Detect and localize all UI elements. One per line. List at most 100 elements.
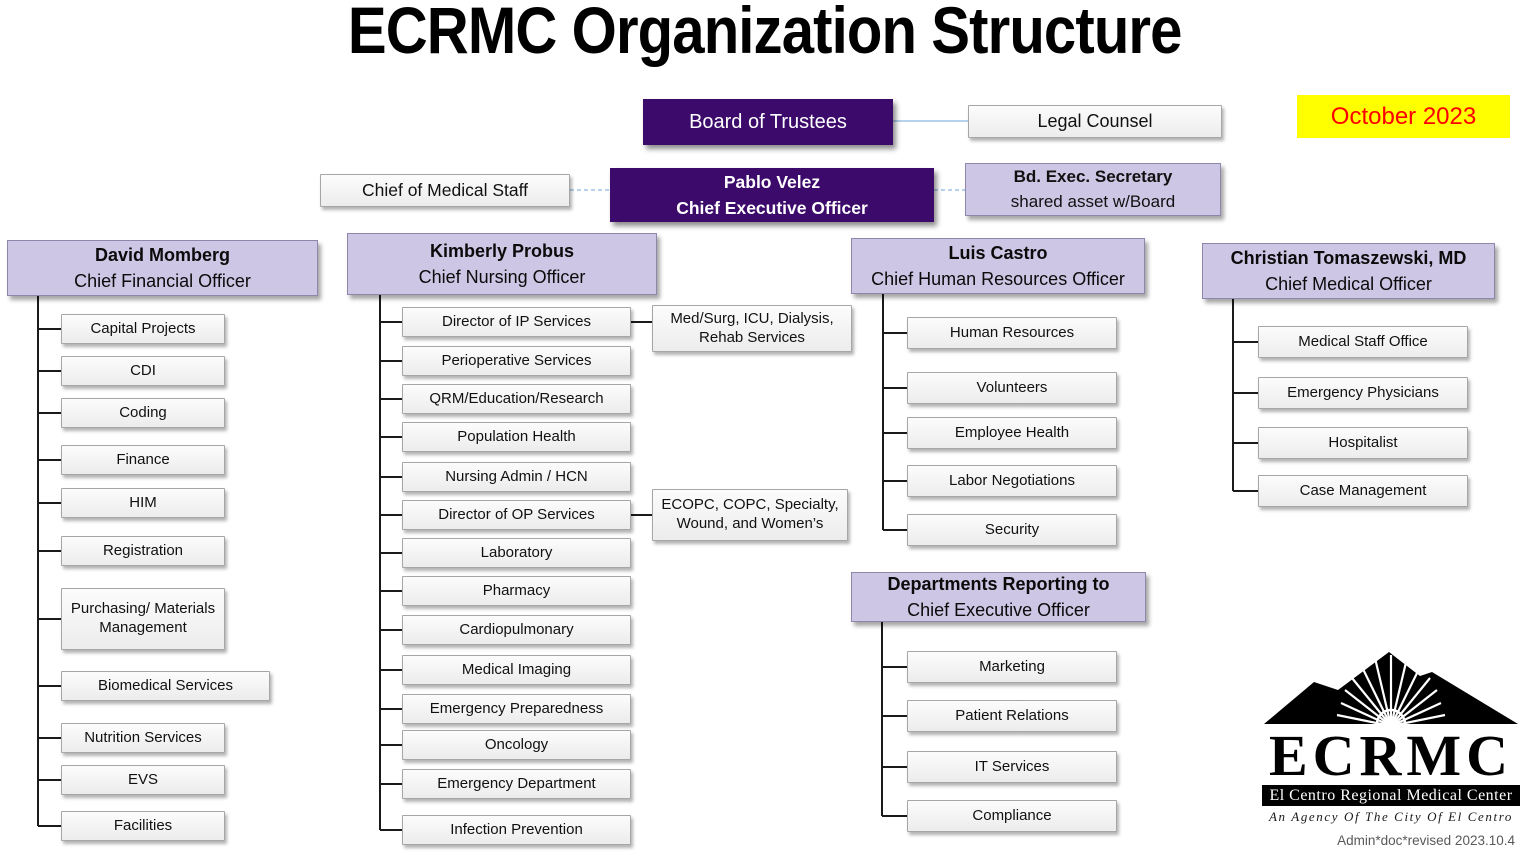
dept-label: IT Services (974, 757, 1050, 775)
dept-label: Compliance (972, 806, 1052, 824)
chief-of-medical-staff-label: Chief of Medical Staff (361, 179, 528, 200)
cfo-name: David Momberg (94, 244, 231, 265)
side-note-label: ECOPC, COPC, Specialty, Wound, and Women… (661, 496, 839, 532)
cno-header: Kimberly Probus Chief Nursing Officer (347, 233, 657, 295)
side-note-label: Med/Surg, ICU, Dialysis, Rehab Services (670, 309, 834, 346)
dept-label: Pharmacy (482, 581, 551, 599)
ecrmc-logo-mountain-icon (1264, 652, 1518, 728)
chro-name: Luis Castro (948, 242, 1048, 263)
dept-box-cardiopulmonary: Cardiopulmonary (402, 615, 631, 645)
dept-box-evs: EVS (61, 765, 225, 795)
dept-label: Security (984, 520, 1040, 538)
dept-label: Population Health (457, 427, 576, 445)
bd-exec-secretary-box: Bd. Exec. Secretary shared asset w/Board (965, 163, 1221, 216)
dept-box-case-management: Case Management (1258, 475, 1468, 507)
dept-label: Director of IP Services (442, 312, 591, 330)
bd-exec-secretary-note: shared asset w/Board (1010, 191, 1176, 211)
ceo-name: Pablo Velez (723, 171, 821, 192)
cno-title: Chief Nursing Officer (418, 267, 586, 287)
dept-box-oncology: Oncology (402, 730, 631, 760)
side-note-op-services: ECOPC, COPC, Specialty, Wound, and Women… (652, 489, 848, 541)
ecrmc-logo-name: El Centro Regional Medical Center (1262, 785, 1520, 806)
dept-box-emergency-physicians: Emergency Physicians (1258, 377, 1468, 409)
departments-ceo-header: Departments Reporting to Chief Executive… (851, 572, 1146, 622)
dept-label: Labor Negotiations (949, 471, 1075, 489)
dept-label: CDI (130, 361, 156, 379)
cfo-header: David Momberg Chief Financial Officer (7, 240, 318, 296)
dept-box-infection-prevention: Infection Prevention (402, 815, 631, 845)
dept-label: Coding (119, 403, 167, 421)
departments-ceo-name: Departments Reporting to (887, 573, 1110, 594)
dept-box-emergency-department: Emergency Department (402, 769, 631, 799)
dept-box-coding: Coding (61, 398, 225, 428)
ecrmc-logo: ECRMC El Centro Regional Medical Center … (1262, 650, 1520, 825)
cno-name: Kimberly Probus (429, 240, 575, 261)
dept-label: QRM/Education/Research (429, 389, 604, 407)
dept-label: EVS (127, 770, 158, 788)
dept-box-labor-negotiations: Labor Negotiations (907, 465, 1117, 497)
dept-box-cdi: CDI (61, 356, 225, 386)
cmo-header: Christian Tomaszewski, MD Chief Medical … (1202, 243, 1495, 299)
dept-box-director-op-services: Director of OP Services (402, 500, 631, 530)
dept-label: Cardiopulmonary (459, 620, 574, 638)
dept-label: Perioperative Services (441, 351, 592, 369)
dept-label: Employee Health (954, 423, 1070, 441)
dept-label: Infection Prevention (450, 820, 583, 838)
dept-box-population-health: Population Health (402, 422, 631, 452)
dept-box-hospitalist: Hospitalist (1258, 427, 1468, 459)
dept-box-biomedical-services: Biomedical Services (61, 671, 270, 701)
dept-label: Emergency Physicians (1287, 383, 1439, 401)
dept-box-patient-relations: Patient Relations (907, 700, 1117, 732)
dept-label: Laboratory (480, 543, 553, 561)
dept-label: Biomedical Services (97, 676, 234, 694)
page-title: ECRMC Organization Structure (347, 0, 1183, 67)
dept-label: Nursing Admin / HCN (445, 467, 588, 485)
dept-box-director-ip-services: Director of IP Services (402, 307, 631, 337)
ceo-box: Pablo Velez Chief Executive Officer (610, 168, 934, 222)
dept-label: Emergency Department (437, 774, 596, 792)
dept-box-it-services: IT Services (907, 751, 1117, 783)
dept-label: Capital Projects (90, 319, 196, 337)
dept-label: Medical Imaging (461, 660, 572, 678)
cfo-title: Chief Financial Officer (74, 271, 251, 291)
dept-box-security: Security (907, 514, 1117, 546)
dept-box-emergency-preparedness: Emergency Preparedness (402, 694, 631, 724)
dept-box-him: HIM (61, 488, 225, 518)
dept-box-medical-imaging: Medical Imaging (402, 655, 631, 685)
dept-label: Emergency Preparedness (429, 699, 604, 717)
dept-label: Patient Relations (955, 706, 1069, 724)
ecrmc-logo-acronym: ECRMC (1268, 723, 1514, 788)
chief-of-medical-staff-box: Chief of Medical Staff (320, 174, 570, 207)
dept-box-employee-health: Employee Health (907, 417, 1117, 449)
dept-label: Purchasing/ Materials Management (70, 600, 216, 636)
dept-label: Registration (102, 541, 184, 559)
dept-box-finance: Finance (61, 445, 225, 475)
dept-label: Oncology (484, 735, 549, 753)
dept-box-qrm-education-research: QRM/Education/Research (402, 384, 631, 414)
dept-box-compliance: Compliance (907, 800, 1117, 832)
dept-label: Facilities (113, 816, 173, 834)
chro-header: Luis Castro Chief Human Resources Office… (851, 238, 1145, 294)
side-note-ip-services: Med/Surg, ICU, Dialysis, Rehab Services (652, 305, 852, 352)
board-of-trustees-label: Board of Trustees (689, 110, 847, 133)
dept-box-purchasing-materials: Purchasing/ Materials Management (61, 588, 225, 650)
legal-counsel-box: Legal Counsel (968, 105, 1222, 138)
dept-box-perioperative-services: Perioperative Services (402, 346, 631, 376)
departments-ceo-title: Chief Executive Officer (907, 600, 1090, 620)
bd-exec-secretary-label: Bd. Exec. Secretary (1013, 166, 1173, 186)
dept-label: Case Management (1299, 481, 1427, 499)
dept-label: Volunteers (976, 378, 1048, 396)
dept-label: Human Resources (949, 323, 1075, 341)
date-badge-label: October 2023 (1330, 102, 1477, 130)
dept-box-medical-staff-office: Medical Staff Office (1258, 326, 1468, 358)
dept-box-marketing: Marketing (907, 651, 1117, 683)
dept-box-nutrition-services: Nutrition Services (61, 723, 225, 753)
dept-label: Finance (116, 450, 170, 468)
page-title-wrap: ECRMC Organization Structure (0, 0, 1529, 68)
cmo-name: Christian Tomaszewski, MD (1230, 247, 1467, 268)
dept-box-capital-projects: Capital Projects (61, 314, 225, 344)
chro-title: Chief Human Resources Officer (871, 269, 1125, 289)
dept-box-facilities: Facilities (61, 811, 225, 841)
ecrmc-logo-tagline: An Agency Of The City Of El Centro (1269, 809, 1513, 824)
